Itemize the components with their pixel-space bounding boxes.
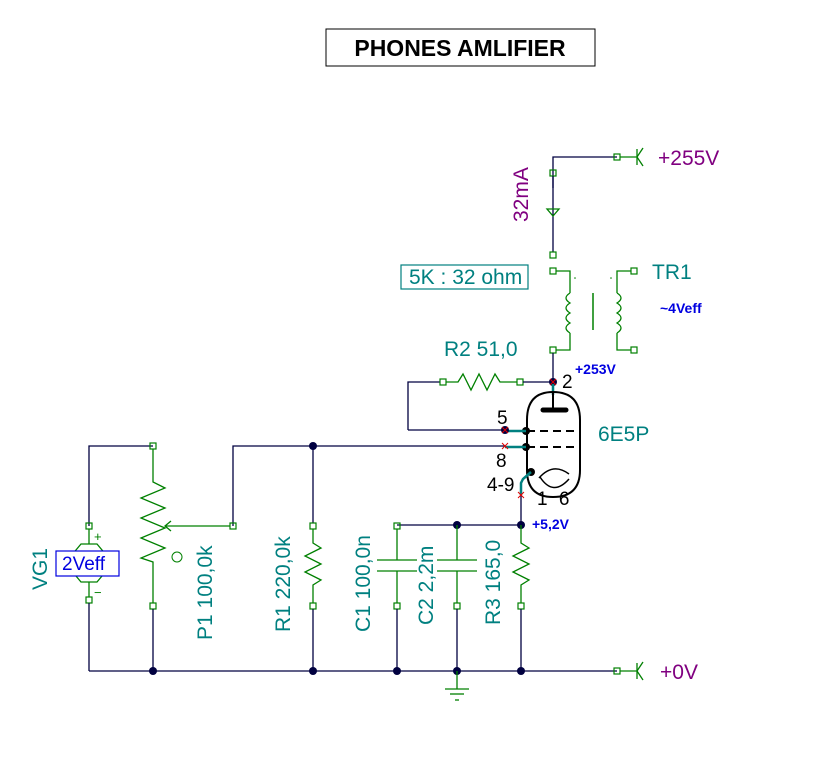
transformer-ratio-label: 5K : 32 ohm — [409, 266, 522, 289]
resistor-r2[interactable]: R2 51,0 — [407, 338, 553, 430]
current-arrow-icon — [545, 208, 561, 217]
supply-ground-terminal[interactable]: +0V — [613, 661, 698, 684]
tube-6e5p[interactable]: 6E5P 2 5 8 4-9 1 6 — [487, 372, 649, 510]
title-box: PHONES AMLIFIER — [325, 28, 596, 67]
signal-source-vg1[interactable]: 2Veff + − VG1 — [29, 522, 120, 671]
vg1-name: VG1 — [29, 548, 52, 590]
ammeter: 32mA — [510, 167, 561, 259]
p1-label: P1 100,0k — [194, 545, 217, 640]
anode-voltage: +253V — [575, 361, 617, 377]
resistor-r3[interactable]: R3 165,0 — [482, 525, 531, 671]
tube-name: 6E5P — [598, 423, 649, 446]
resistor-r1[interactable]: R1 220,0k — [272, 446, 323, 671]
pin-g1-label: 8 — [496, 451, 507, 472]
potentiometer-p1[interactable]: P1 100,0k — [88, 442, 237, 671]
transformer-tr1[interactable]: 5K : 32 ohm TR1 ~4Veff — [400, 261, 702, 354]
c1-label: C1 100,0n — [352, 535, 375, 632]
transformer-name: TR1 — [652, 261, 692, 284]
pin-heater-label: 1 6 — [537, 489, 569, 510]
supply-plus-terminal[interactable]: +255V — [552, 147, 719, 188]
pin-cathode-label: 4-9 — [487, 475, 514, 496]
current-label: 32mA — [510, 167, 533, 222]
cathode-voltage: +5,2V — [532, 516, 570, 532]
pin-anode-label: 2 — [562, 372, 573, 393]
vg1-minus: − — [94, 585, 102, 600]
ground-icon — [445, 671, 469, 701]
r2-label: R2 51,0 — [444, 338, 518, 361]
secondary-voltage: ~4Veff — [660, 300, 702, 316]
capacitor-c1[interactable]: C1 100,0n — [352, 522, 417, 671]
r3-label: R3 165,0 — [482, 540, 505, 625]
pin-g2-label: 5 — [497, 408, 508, 429]
supply-plus-label: +255V — [658, 147, 719, 170]
supply-ground-label: +0V — [660, 661, 698, 684]
c2-label: C2 2,2m — [415, 546, 438, 625]
capacitor-c2[interactable]: C2 2,2m — [415, 525, 477, 671]
title: PHONES AMLIFIER — [354, 35, 566, 61]
vg1-value: 2Veff — [62, 554, 106, 575]
r1-label: R1 220,0k — [272, 536, 295, 632]
vg1-plus: + — [94, 529, 102, 544]
